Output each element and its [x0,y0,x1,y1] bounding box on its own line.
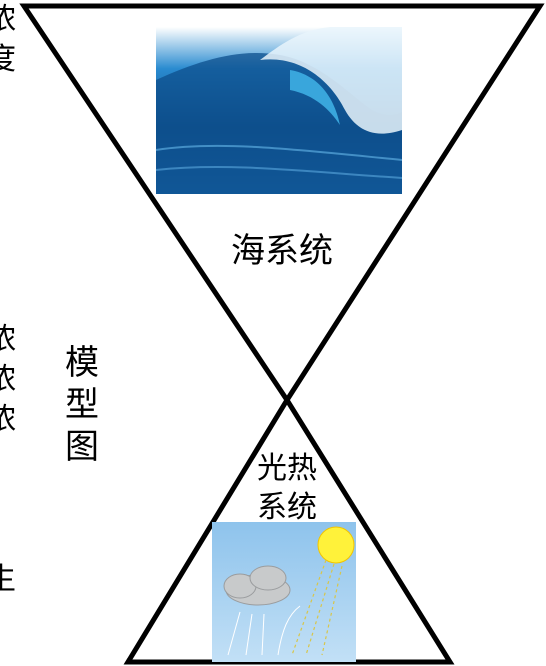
edge-char: 浓 [0,322,16,357]
model-label-char: 型 [65,385,99,425]
edge-char [0,280,16,320]
edge-char [0,120,16,160]
edge-char: 度 [0,42,16,77]
light-heat-label-line2: 系统 [257,490,317,525]
edge-char [0,240,16,280]
model-label-char: 图 [65,427,99,467]
edge-char [0,520,16,560]
edge-char: 生 [0,562,16,597]
edge-char [0,480,16,520]
cloud-icon [223,565,291,606]
light-heat-label-line1: 光热 [257,451,317,486]
edge-char [0,440,16,480]
sea-system-label: 海系统 [231,231,333,271]
cropped-left-edge-text: 浓 度 浓 浓 浓 生 [0,0,16,600]
sun-icon [317,526,355,564]
model-diagram-label: 模 型 图 [62,342,102,468]
edge-char [0,160,16,200]
model-label-char: 模 [65,343,99,383]
sun-rays [291,559,343,656]
radiation-arrows [227,605,301,656]
sea-wave-image [155,27,403,194]
upper-inverted-triangle [19,3,545,405]
edge-char [0,200,16,240]
edge-char: 浓 [0,2,16,37]
edge-char [0,80,16,120]
edge-char: 浓 [0,402,16,437]
sunlight-illustration [212,522,356,662]
edge-char: 浓 [0,362,16,397]
